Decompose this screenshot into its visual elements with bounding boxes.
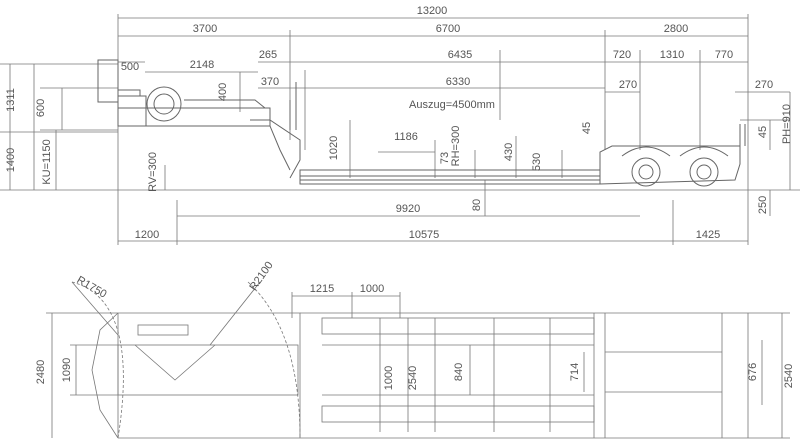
dim-370: 370 [261, 76, 279, 88]
dim-front-section: 3700 [193, 23, 217, 35]
dim-r1750: R1750 [74, 274, 108, 301]
dim-400: 400 [217, 83, 229, 101]
dim-270-left: 270 [619, 79, 637, 91]
dim-1000-vertical: 1000 [383, 366, 395, 390]
dim-1311: 1311 [5, 88, 17, 112]
dim-10575: 10575 [409, 229, 440, 241]
dim-1186: 1186 [394, 131, 418, 143]
dim-2148: 2148 [190, 59, 214, 71]
dim-rv: RV=300 [147, 152, 159, 192]
top-view [46, 281, 790, 439]
dim-rh: RH=300 [450, 126, 462, 167]
dim-500: 500 [121, 61, 139, 73]
extension-length: Auszug=4500mm [409, 99, 495, 111]
dim-80: 80 [471, 199, 483, 211]
dim-840: 840 [453, 363, 465, 381]
dim-676: 676 [747, 363, 759, 381]
dim-ph: PH=910 [781, 104, 793, 144]
dim-250: 250 [757, 196, 769, 214]
dim-1000: 1000 [360, 283, 384, 295]
dim-1400: 1400 [5, 148, 17, 172]
dim-r2100: R2100 [247, 260, 275, 293]
dim-530: 530 [531, 153, 543, 171]
dim-770: 770 [715, 49, 733, 61]
dim-270-right: 270 [755, 79, 773, 91]
dim-1215: 1215 [310, 283, 334, 295]
dim-2540-outer: 2540 [783, 364, 795, 388]
dim-45-left: 45 [581, 122, 593, 134]
dim-2540-inner: 2540 [407, 366, 419, 390]
dim-rear-section: 2800 [664, 23, 688, 35]
side-view [0, 14, 800, 245]
dim-600: 600 [35, 99, 47, 117]
dim-265: 265 [259, 49, 277, 61]
dim-73: 73 [439, 152, 451, 164]
dim-1020: 1020 [328, 136, 340, 160]
dim-1425: 1425 [696, 229, 720, 241]
dim-ku: KU=1150 [41, 139, 53, 184]
dim-2480: 2480 [35, 360, 47, 384]
dim-6330: 6330 [446, 76, 470, 88]
dim-1200: 1200 [135, 229, 159, 241]
dim-714: 714 [569, 363, 581, 381]
dim-430: 430 [503, 143, 515, 161]
dim-total-length: 13200 [417, 5, 448, 17]
dim-mid-section: 6700 [436, 23, 460, 35]
dim-9920: 9920 [396, 203, 420, 215]
dim-720: 720 [613, 49, 631, 61]
dim-6435: 6435 [448, 49, 472, 61]
trailer-side-outline [97, 59, 746, 187]
side-view-dimensions: 13200 3700 6700 2800 500 2148 265 6435 7… [5, 5, 793, 241]
dim-45-right: 45 [757, 126, 769, 138]
dim-1090: 1090 [61, 358, 73, 382]
dim-1310: 1310 [660, 49, 684, 61]
